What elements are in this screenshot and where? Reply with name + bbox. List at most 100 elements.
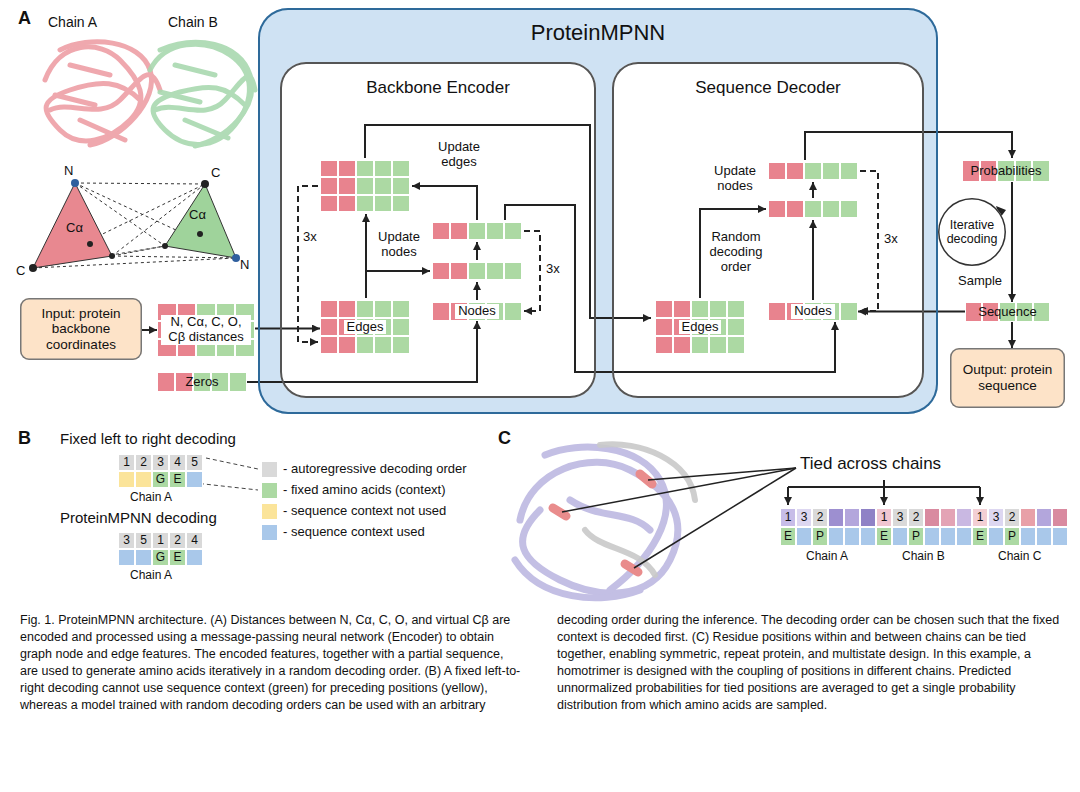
residue-letter: G <box>152 471 169 488</box>
chain-name: Chain B <box>168 14 218 30</box>
subpanel-title: ProteinMPNN decoding <box>60 509 217 526</box>
order-number: 4 <box>169 454 186 471</box>
protein-dimer-illustration <box>160 65 228 138</box>
repeat-loops <box>298 171 878 342</box>
chain-name: Chain A <box>806 550 848 564</box>
table-cell <box>828 508 844 527</box>
grid-cell <box>432 262 450 280</box>
legend-swatch <box>262 525 277 540</box>
step-label: Update nodes <box>370 230 428 260</box>
legend-text: - autoregressive decoding order <box>283 462 467 477</box>
repeat-count: 3x <box>303 230 317 245</box>
grid-cell <box>432 302 450 321</box>
grid-cell <box>374 177 392 194</box>
grid-cell <box>374 160 392 177</box>
grid-cell <box>392 195 410 212</box>
node-label: Sequence <box>978 305 1037 320</box>
grid-cell <box>356 160 374 177</box>
grid-cell <box>320 160 338 177</box>
panel-letter: B <box>18 428 31 449</box>
tie-leaders <box>634 468 796 568</box>
module-box: Sequence DecoderEdgesNodes <box>612 62 924 398</box>
grid-cell <box>804 200 822 218</box>
protein-dimer-illustration <box>55 65 125 140</box>
connector-arrow <box>1011 182 1013 302</box>
grid-cell <box>840 162 858 180</box>
grid-cell <box>504 302 522 321</box>
order-number: 1 <box>972 508 988 527</box>
feature-grid <box>768 162 858 180</box>
table-cell <box>135 549 152 566</box>
protein-trimer-illustration <box>520 462 678 593</box>
grid-cell <box>356 336 374 354</box>
grid-cell <box>840 200 858 218</box>
flow-lines <box>365 125 1012 372</box>
table-cell <box>860 508 876 527</box>
protein-dimer-illustration <box>150 44 249 144</box>
residue-letter: P <box>812 527 828 546</box>
table-cell <box>940 527 956 546</box>
tie-bracket <box>883 487 885 505</box>
grid-cell <box>727 336 745 354</box>
callout-text: Tied across chains <box>800 454 941 474</box>
connector-arrow <box>255 328 320 330</box>
node-grid: Nodes <box>432 302 522 321</box>
grid-cell <box>655 318 673 336</box>
feature-grid <box>432 222 522 240</box>
panel-fills <box>258 8 938 414</box>
grid-cell <box>655 336 673 354</box>
grid-cell <box>768 200 786 218</box>
backbone-triangles <box>197 231 203 237</box>
grid-cell <box>320 336 338 354</box>
node-label: N, Cα, C, O, Cβ distances <box>161 315 251 345</box>
feature-grid <box>320 160 410 212</box>
atom-label: N <box>64 164 73 179</box>
order-number: 3 <box>796 508 812 527</box>
legend-row: - autoregressive decoding order <box>262 462 467 477</box>
output-box: Output: protein sequence <box>950 348 1065 408</box>
panel-fills <box>612 62 924 398</box>
table-cell <box>118 549 135 566</box>
grid-cell <box>504 262 522 280</box>
chain-name: Chain A <box>130 569 172 583</box>
flow-lines <box>505 205 835 372</box>
residue-letter: E <box>972 527 988 546</box>
order-number: 2 <box>169 532 186 549</box>
backbone-triangles <box>165 184 236 258</box>
protein-dimer-illustration <box>160 42 252 146</box>
order-number: 2 <box>135 454 152 471</box>
grid-cell <box>374 336 392 354</box>
protein-dimer-illustration <box>45 42 160 145</box>
residue-letter: E <box>876 527 892 546</box>
node-label: Nodes <box>455 304 499 319</box>
chain-name: Chain B <box>902 550 945 564</box>
order-number: 3 <box>892 508 908 527</box>
connector-arrow <box>142 329 157 331</box>
output-grid: Probabilities <box>962 160 1050 182</box>
input-box: Input: protein backbone coordinates <box>20 298 142 360</box>
repeat-loops <box>860 171 878 311</box>
grid-cell <box>504 222 522 240</box>
grid-cell <box>338 336 356 354</box>
residue-letter: G <box>152 549 169 566</box>
grid-cell <box>392 300 410 318</box>
chain-name: Chain C <box>998 550 1041 564</box>
module-box: Backbone EncoderEdgesNodes <box>280 62 596 398</box>
table-cell <box>860 527 876 546</box>
residue-letter: P <box>908 527 924 546</box>
grid-cell <box>229 372 247 392</box>
flow-lines <box>812 182 814 198</box>
grid-cell <box>320 318 338 336</box>
order-number: 2 <box>812 508 828 527</box>
table-cell <box>892 527 908 546</box>
backbone-triangles <box>232 254 240 262</box>
grid-cell <box>450 222 468 240</box>
order-number: 2 <box>908 508 924 527</box>
table-cell <box>956 508 972 527</box>
grid-cell <box>840 302 858 321</box>
table-cell <box>844 527 860 546</box>
tie-leaders <box>648 468 796 480</box>
legend-text: - fixed amino acids (context) <box>283 483 446 498</box>
order-number: 1 <box>876 508 892 527</box>
grid-cell <box>392 318 410 336</box>
